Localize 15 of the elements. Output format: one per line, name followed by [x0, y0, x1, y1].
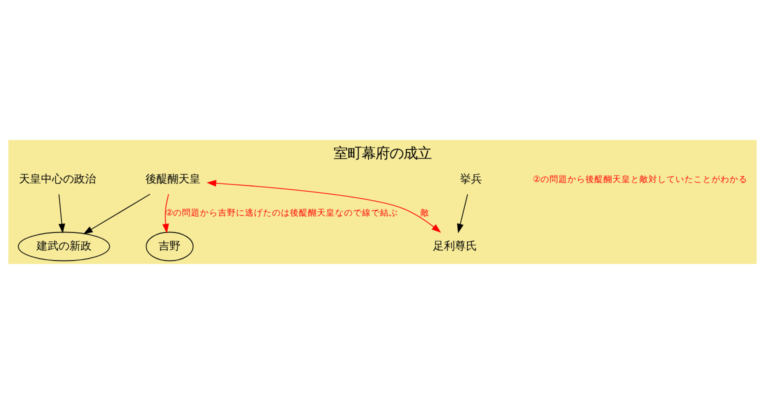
arrow	[162, 194, 169, 234]
diagram-title: 室町幕府の成立	[334, 146, 432, 162]
label: ②の問題から後醍醐天皇と敵対していたことがわかる	[532, 174, 748, 185]
node-ellipse: 建武の新政	[18, 232, 110, 262]
arrow	[83, 194, 150, 234]
node-text: 足利尊氏	[433, 239, 478, 252]
node-ellipse: 吉野	[146, 232, 194, 262]
edge-label: 敵	[420, 208, 430, 218]
arrow	[206, 180, 442, 233]
arrow	[457, 194, 468, 234]
node-text: 挙兵	[460, 172, 482, 186]
node-text: 天皇中心の政治	[19, 172, 96, 186]
edge-label: ②の問題から吉野に逃げたのは後醍醐天皇なので線で結ぶ	[165, 208, 398, 218]
arrow	[58, 194, 66, 234]
node-text: 後醍醐天皇	[145, 172, 200, 186]
